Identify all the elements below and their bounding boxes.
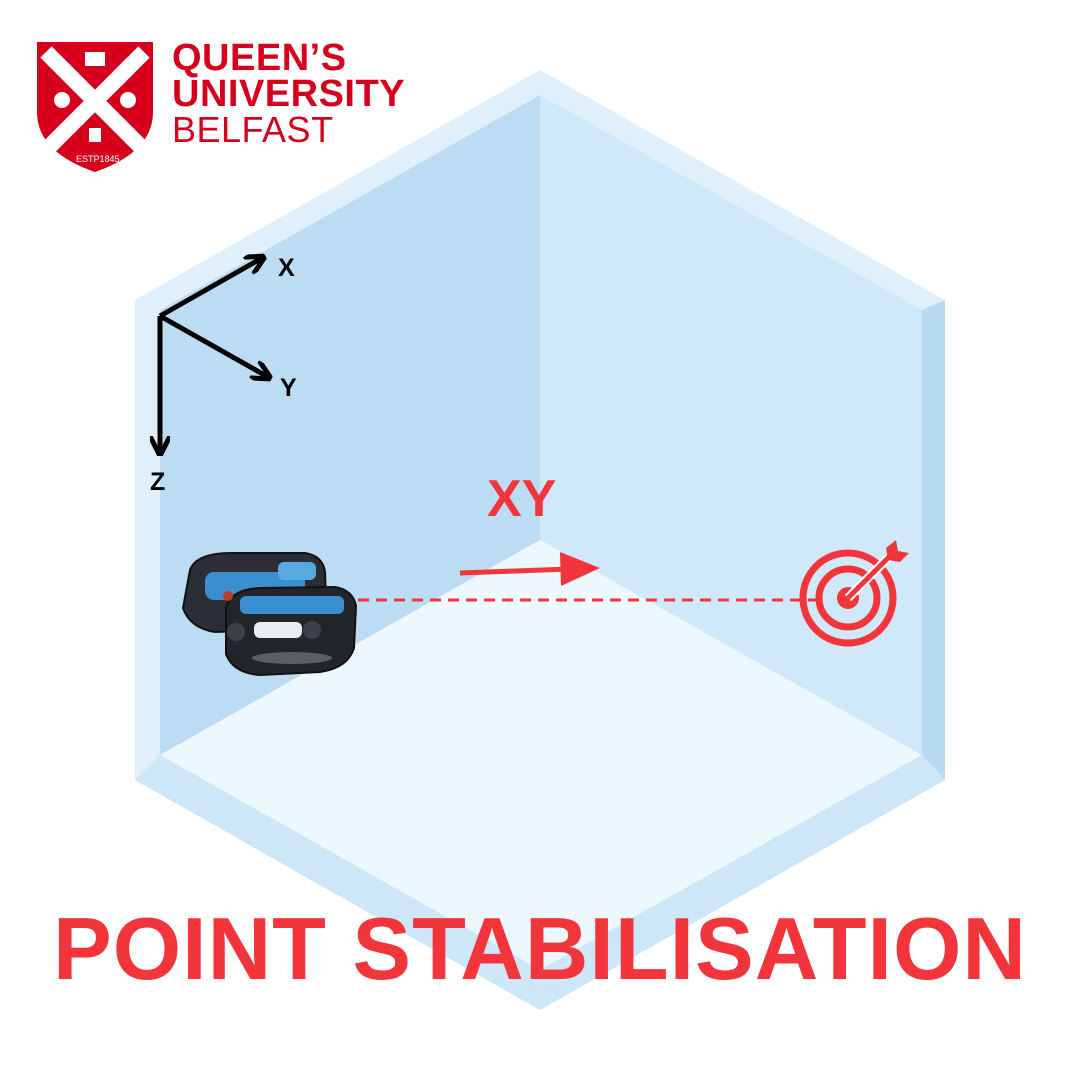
z-axis-label: Z bbox=[150, 468, 165, 496]
wordmark-line-3: BELFAST bbox=[172, 109, 334, 150]
target-icon bbox=[799, 540, 909, 647]
motion-arrow-group: XY bbox=[459, 470, 600, 586]
wordmark-line-1: QUEEN’S bbox=[172, 37, 347, 79]
coordinate-axes: X Y Z bbox=[150, 254, 297, 496]
motion-arrow-head bbox=[560, 552, 600, 586]
x-axis-label: X bbox=[278, 254, 295, 282]
x-axis-arrow bbox=[158, 258, 262, 319]
y-axis-label: Y bbox=[280, 374, 297, 402]
y-axis-arrow bbox=[158, 313, 268, 377]
page-title: POINT STABILISATION bbox=[53, 899, 1027, 998]
university-crest-icon: ESTP1845 bbox=[37, 42, 153, 172]
motion-label: XY bbox=[487, 470, 556, 528]
tank-right-wall bbox=[540, 95, 922, 755]
water-tank bbox=[135, 70, 945, 1010]
wordmark-line-2: UNIVERSITY bbox=[172, 73, 406, 115]
motion-arrow-shaft bbox=[459, 566, 571, 576]
crest-established-text: ESTP1845 bbox=[76, 154, 120, 164]
underwater-rov-icon bbox=[181, 552, 358, 677]
tank-right-rim bbox=[922, 300, 945, 780]
university-wordmark: QUEEN’S UNIVERSITY BELFAST bbox=[172, 37, 406, 150]
